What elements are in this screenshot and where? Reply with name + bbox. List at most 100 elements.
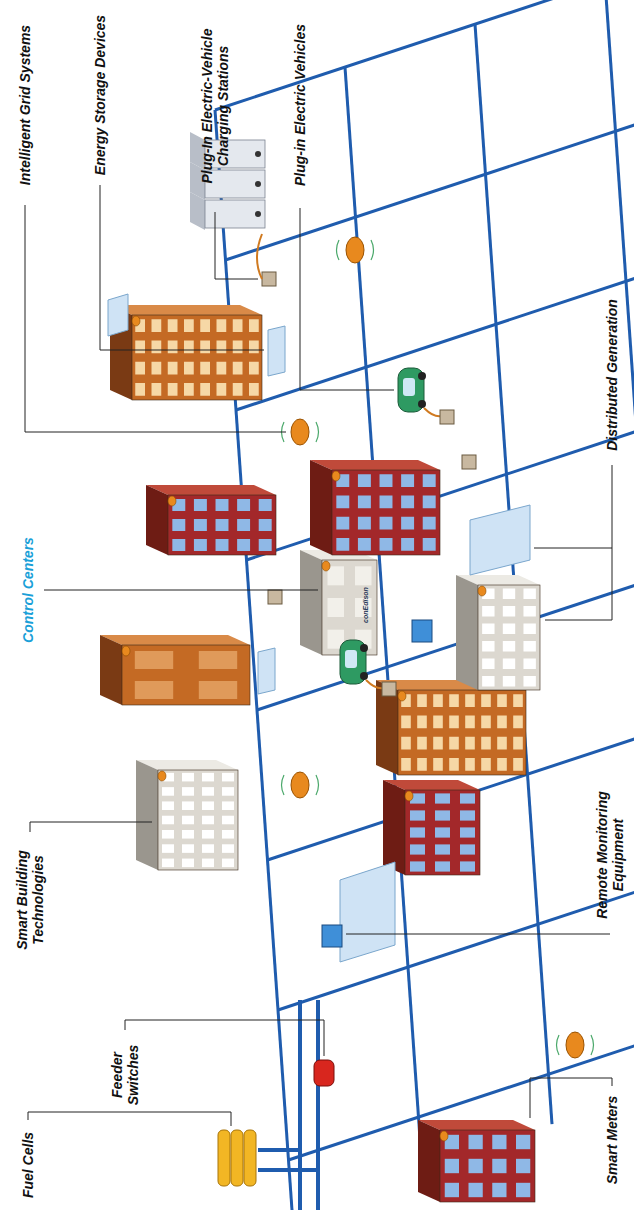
- building-window: [336, 538, 349, 551]
- building-window: [482, 659, 494, 670]
- building-window: [417, 694, 427, 707]
- callout-label: Energy Storage Devices: [92, 15, 108, 175]
- building-window: [249, 319, 259, 332]
- building-window: [503, 589, 515, 600]
- building-window: [469, 1159, 483, 1173]
- feeder-cable: [258, 1148, 300, 1152]
- building-face: [122, 645, 250, 705]
- building-window: [135, 362, 145, 375]
- building-window: [482, 641, 494, 652]
- building-window: [516, 1135, 530, 1149]
- building-window: [380, 517, 393, 530]
- building-window: [202, 816, 214, 825]
- building-window: [199, 651, 237, 669]
- building: [418, 1120, 535, 1202]
- charge-cable: [257, 234, 262, 279]
- building-window: [401, 716, 411, 729]
- building-window: [182, 773, 194, 782]
- building-window: [182, 859, 194, 868]
- building-window: [433, 716, 443, 729]
- charge-cable: [366, 680, 384, 688]
- leader-line: [30, 822, 152, 832]
- building-window: [172, 539, 185, 551]
- building-window: [460, 793, 475, 803]
- building: [136, 760, 238, 870]
- building-window: [216, 539, 229, 551]
- building-window: [460, 827, 475, 837]
- building-window: [162, 859, 174, 868]
- building-window: [401, 538, 414, 551]
- smart-meter: [398, 691, 406, 701]
- building-window: [172, 519, 185, 531]
- building-window: [200, 341, 210, 354]
- building-window: [162, 801, 174, 810]
- building-window: [152, 341, 162, 354]
- building-window: [135, 383, 145, 396]
- building-face: [332, 470, 440, 555]
- building-side: [146, 485, 276, 495]
- leader-line: [545, 465, 612, 620]
- feeder-switch: [314, 1060, 334, 1086]
- fuel-cell: [218, 1130, 230, 1186]
- building-window: [435, 810, 450, 820]
- building-window: [492, 1135, 506, 1149]
- generator-unit: [268, 590, 282, 604]
- building-window: [217, 383, 227, 396]
- building-window: [460, 844, 475, 854]
- smart-meter: [158, 771, 166, 781]
- building-window: [222, 816, 234, 825]
- leader-line: [300, 208, 394, 390]
- monitoring-box: [412, 620, 432, 642]
- building: [110, 305, 262, 400]
- fuel-cell: [231, 1130, 243, 1186]
- building-window: [482, 606, 494, 617]
- building-window: [435, 827, 450, 837]
- building: [100, 635, 250, 705]
- building: [310, 460, 440, 555]
- smart-meter: [132, 316, 140, 326]
- building-face: [405, 790, 480, 875]
- building: [300, 550, 377, 655]
- leader-line: [346, 934, 610, 935]
- callout-label: Plug-In Electric-Vehicle Charging Statio…: [199, 6, 231, 206]
- building-side: [310, 460, 440, 470]
- storage-rack: [255, 181, 261, 187]
- building-window: [423, 538, 436, 551]
- monitoring-box: [322, 925, 342, 947]
- building-face: [440, 1130, 535, 1202]
- charging-station: [440, 410, 454, 424]
- building-window: [516, 1183, 530, 1197]
- building-window: [513, 694, 523, 707]
- storage-rack: [255, 211, 261, 217]
- solar-panel: [340, 862, 395, 962]
- building-window: [328, 566, 345, 585]
- building-window: [410, 861, 425, 871]
- building-roof: [100, 635, 122, 705]
- building-face: [398, 690, 526, 775]
- callout-label: Fuel Cells: [20, 1132, 36, 1198]
- building-window: [516, 1159, 530, 1173]
- building-window: [182, 816, 194, 825]
- building-window: [162, 830, 174, 839]
- building-roof: [146, 485, 168, 555]
- grid-cable: [215, 0, 634, 110]
- building-window: [355, 566, 372, 585]
- building-window: [217, 362, 227, 375]
- smart-meter: [440, 1131, 448, 1141]
- building-window: [433, 694, 443, 707]
- building-window: [184, 319, 194, 332]
- building-window: [202, 787, 214, 796]
- smart-meter: [122, 646, 130, 656]
- building-window: [222, 844, 234, 853]
- building-window: [423, 517, 436, 530]
- building-window: [497, 758, 507, 771]
- building-window: [182, 787, 194, 796]
- solar-panel: [268, 326, 285, 376]
- building-roof: [300, 550, 322, 655]
- building-window: [233, 362, 243, 375]
- callout-label: Intelligent Grid Systems: [17, 25, 33, 185]
- building-window: [200, 319, 210, 332]
- building-window: [249, 341, 259, 354]
- building-window: [503, 641, 515, 652]
